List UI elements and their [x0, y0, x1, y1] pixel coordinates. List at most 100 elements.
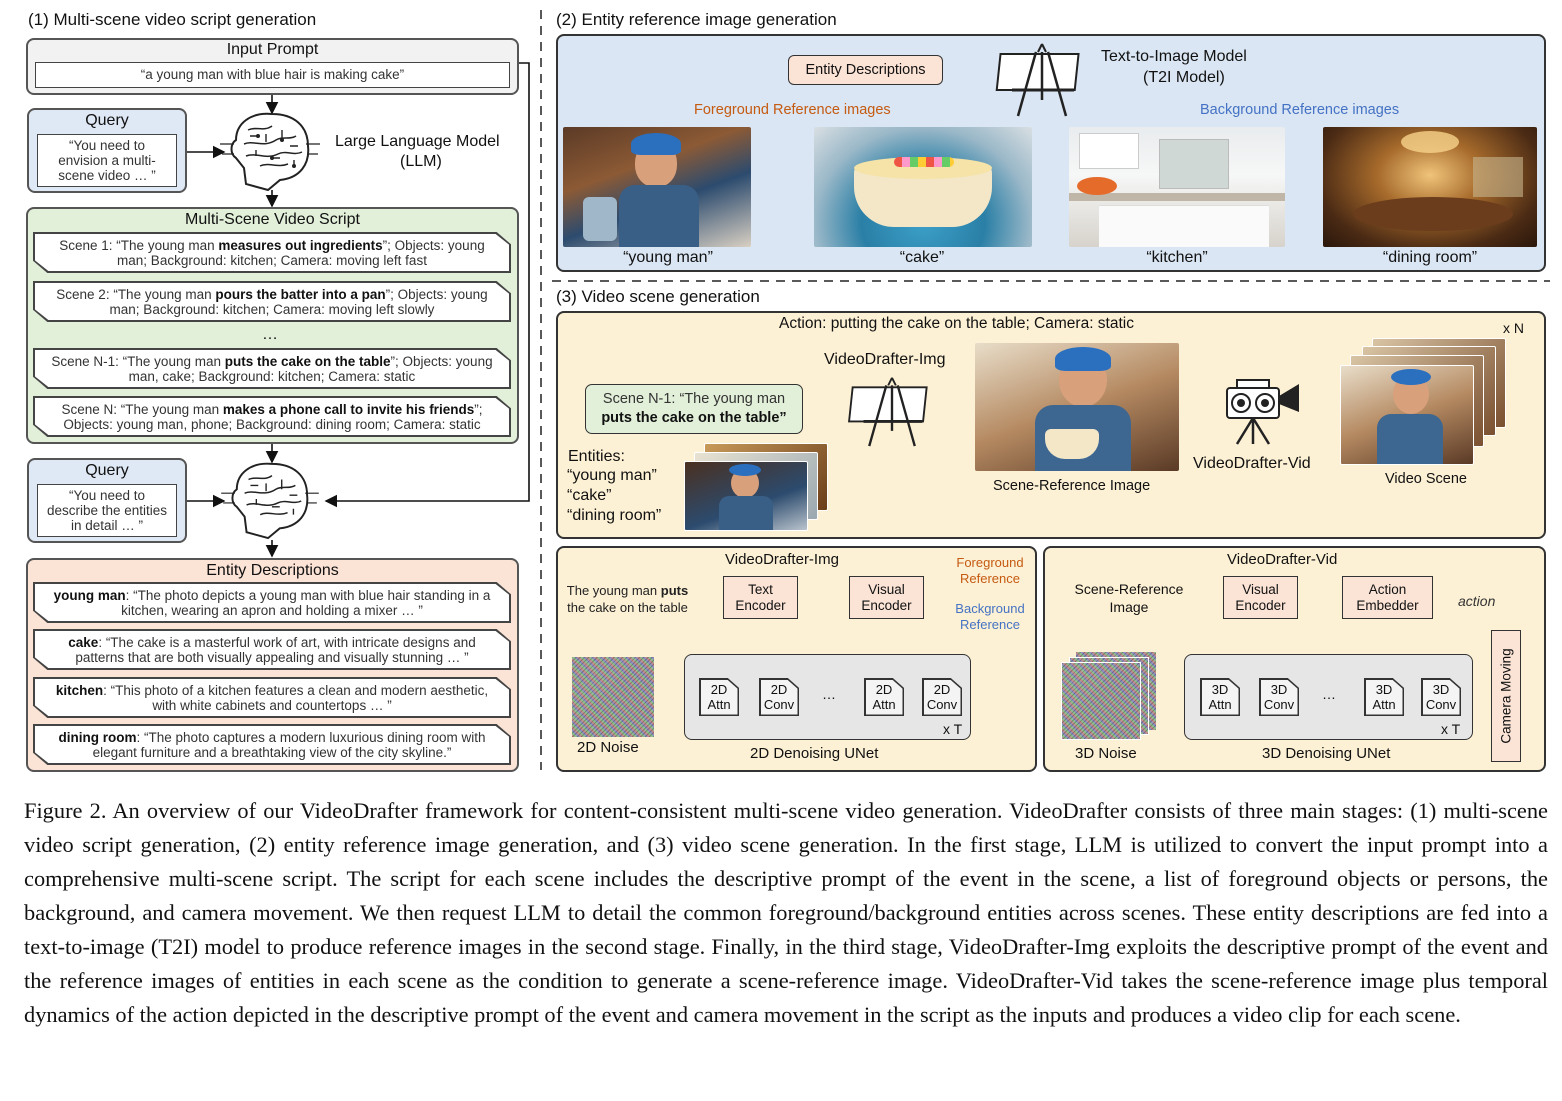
entity-name: young man [53, 587, 126, 603]
xn-label: x N [1503, 320, 1524, 336]
entity-text: : “The cake is a masterful work of art, … [75, 634, 476, 665]
figure-caption: Figure 2. An overview of our VideoDrafte… [24, 798, 1548, 1027]
3d-xt-label: x T [1441, 721, 1461, 737]
t2i-label-line2: (T2I Model) [1143, 69, 1225, 86]
2d-attn-label-2: 2D Attn [865, 679, 903, 715]
2d-conv-label-2: 2D Conv [923, 679, 961, 715]
entity-desc-input-box: Entity Descriptions [788, 55, 943, 85]
query2-label: Query [85, 462, 129, 479]
section2-title: (2) Entity reference image generation [556, 10, 837, 29]
entity-stack-image-1 [684, 461, 808, 531]
img-prompt-post: the cake on the table [567, 600, 688, 615]
t2i-easel-icon [995, 43, 1080, 117]
videodrafter-img-easel-icon [848, 377, 928, 447]
scene-action: makes a phone call to invite his friends [222, 401, 475, 417]
vid-panel-title: VideoDrafter-Vid [1227, 551, 1338, 568]
scene-prompt-box: Scene N-1: “The young man puts the cake … [585, 384, 803, 434]
2d-attn-block-2: 2D Attn [864, 678, 904, 716]
scene-post: ”; Objects: young man, cake; Background:… [128, 353, 493, 384]
reference-image-caption: “young man” [623, 249, 713, 266]
video-camera-icon [1226, 379, 1299, 445]
scene-prompt-bold: puts the cake on the table” [601, 410, 787, 426]
img-panel-prompt: The young man puts the cake on the table [560, 582, 695, 616]
scene-reference-image [975, 343, 1179, 471]
fg-ref-label: Foreground Reference images [694, 102, 891, 118]
camera-moving-label: Camera Moving [1498, 648, 1514, 744]
2d-unet-label: 2D Denoising UNet [750, 745, 879, 762]
scene-pre: Scene N-1: “The young man [51, 353, 225, 369]
2d-xt-label: x T [943, 721, 963, 737]
scene-post: ”; Objects: young man; Background: kitch… [109, 286, 488, 317]
visual-encoder-box-img: Visual Encoder [849, 576, 924, 619]
2d-conv-block-1: 2D Conv [759, 678, 799, 716]
scene-pre: Scene N: “The young man [61, 401, 223, 417]
entity-item: dining room: “The photo captures a moder… [33, 724, 511, 765]
2d-noise-image [572, 657, 654, 737]
img-panel-title: VideoDrafter-Img [725, 551, 839, 568]
3d-conv-block-1: 3D Conv [1259, 678, 1299, 716]
3d-attn-label-2: 3D Attn [1365, 679, 1403, 715]
entity-name: dining room [58, 729, 137, 745]
script-ellipsis: … [262, 326, 278, 343]
input-prompt-box: Input Prompt “a young man with blue hair… [26, 38, 519, 95]
entity-item: cake: “The cake is a masterful work of a… [33, 629, 511, 670]
img-prompt-pre: The young man [566, 583, 661, 598]
input-prompt-label: Input Prompt [226, 41, 319, 58]
3d-unet-dots: … [1322, 686, 1336, 702]
scene-reference-label: Scene-Reference Image [993, 478, 1151, 494]
3d-noise-frame-1 [1061, 662, 1141, 740]
camera-moving-box: Camera Moving [1491, 630, 1521, 762]
action-embedder-box: Action Embedder [1342, 576, 1433, 619]
query2-text: “You need to describe the entities in de… [37, 484, 177, 537]
llm-brain-icon-2 [221, 462, 319, 540]
3d-attn-block-2: 3D Attn [1364, 678, 1404, 716]
scene-prompt-pre: Scene N-1: “The young man [602, 391, 786, 407]
entity-name: kitchen [55, 682, 104, 698]
video-frame-1 [1340, 365, 1474, 465]
section1-title: (1) Multi-scene video script generation [28, 10, 317, 29]
visual-encoder-box-vid: Visual Encoder [1223, 576, 1298, 619]
2d-noise-label: 2D Noise [577, 739, 639, 756]
text-encoder-box: Text Encoder [723, 576, 798, 619]
entity-item: young man: “The photo depicts a young ma… [33, 582, 511, 623]
scene-pre: Scene 2: “The young man [56, 286, 216, 302]
section3-title: (3) Video scene generation [556, 287, 760, 306]
video-scene-label: Video Scene [1385, 471, 1467, 487]
2d-conv-block-2: 2D Conv [922, 678, 962, 716]
scene-item: Scene N-1: “The young man puts the cake … [33, 348, 511, 389]
entity-list-item: “dining room” [567, 507, 662, 524]
scene-pre: Scene 1: “The young man [59, 237, 219, 253]
3d-unet-label: 3D Denoising UNet [1262, 745, 1391, 762]
3d-attn-label-1: 3D Attn [1201, 679, 1239, 715]
entity-item: kitchen: “This photo of a kitchen featur… [33, 677, 511, 718]
2d-unet-dots: … [822, 686, 836, 702]
video-script-title: Multi-Scene Video Script [185, 211, 360, 228]
reference-image-caption: “dining room” [1382, 249, 1478, 266]
3d-conv-label-1: 3D Conv [1260, 679, 1298, 715]
scene-item: Scene 2: “The young man pours the batter… [33, 281, 511, 322]
3d-conv-block-2: 3D Conv [1421, 678, 1461, 716]
entity-list-item: “cake” [567, 487, 612, 504]
young-man-reference-image [563, 127, 751, 247]
action-label: Action: putting the cake on the table; C… [779, 315, 1134, 332]
llm-brain-icon [220, 112, 320, 192]
t2i-label-line1: Text-to-Image Model [1101, 48, 1247, 65]
2d-conv-label-1: 2D Conv [760, 679, 798, 715]
entity-list-item: “young man” [567, 467, 657, 484]
videodrafter-img-label: VideoDrafter-Img [824, 351, 946, 368]
vid-scene-ref-label: Scene-Reference Image [1074, 581, 1184, 615]
cake-reference-image [814, 127, 1032, 247]
scene-post: ”; Objects: young man, phone; Background… [63, 401, 483, 432]
query1-box: Query “You need to envision a multi-scen… [27, 108, 187, 193]
bg-reference-label: Background Reference [955, 601, 1025, 632]
entity-text: : “The photo depicts a young man with bl… [121, 587, 491, 618]
query1-text: “You need to envision a multi-scene vide… [37, 134, 177, 187]
scene-action: puts the cake on the table [224, 353, 391, 369]
bg-ref-label: Background Reference images [1200, 102, 1400, 118]
scene-item: Scene 1: “The young man measures out ing… [33, 232, 511, 273]
query1-label: Query [85, 112, 129, 129]
scene-action: pours the batter into a pan [215, 286, 386, 302]
fg-reference-label: Foreground Reference [956, 555, 1024, 586]
videodrafter-vid-label: VideoDrafter-Vid [1193, 455, 1311, 472]
llm-label-line2: (LLM) [400, 153, 442, 170]
